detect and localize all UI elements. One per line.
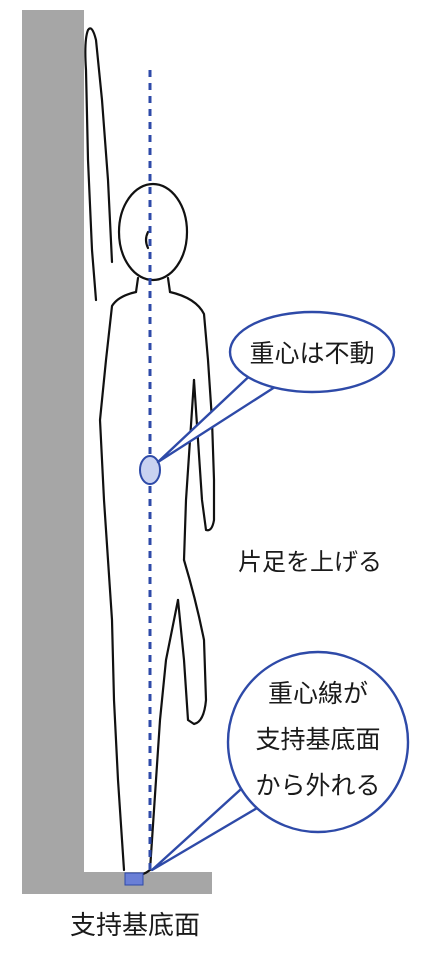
ear — [144, 230, 150, 250]
raised-leg — [176, 558, 208, 726]
callout-cog-line-bubble — [226, 650, 410, 834]
right-torso — [182, 378, 196, 562]
raise-leg-label: 片足を上げる — [238, 548, 382, 576]
callout-cog-line-text-2: 支持基底面 — [255, 725, 380, 754]
callout-cog-fixed-text: 重心は不動 — [249, 339, 374, 368]
callout-cog-line-text-3: から外れる — [255, 771, 380, 800]
neck — [134, 276, 172, 294]
callout-cog-fixed: 重心は不動 — [156, 310, 396, 464]
head — [117, 182, 189, 282]
standing-leg — [126, 598, 180, 877]
left-torso — [98, 290, 138, 872]
support-base-marker — [124, 872, 144, 886]
callout-cog-line: 重心線が 支持基底面 から外れる — [150, 650, 410, 872]
callout-cog-line-text-1: 重心線が — [268, 679, 368, 708]
wall — [22, 10, 84, 890]
center-of-gravity-dot — [139, 455, 161, 485]
right-arm — [168, 290, 216, 532]
floor — [22, 872, 212, 894]
callout-cog-fixed-bubble — [228, 310, 396, 394]
raised-arm — [84, 27, 114, 302]
base-of-support-label: 支持基底面 — [70, 911, 200, 941]
